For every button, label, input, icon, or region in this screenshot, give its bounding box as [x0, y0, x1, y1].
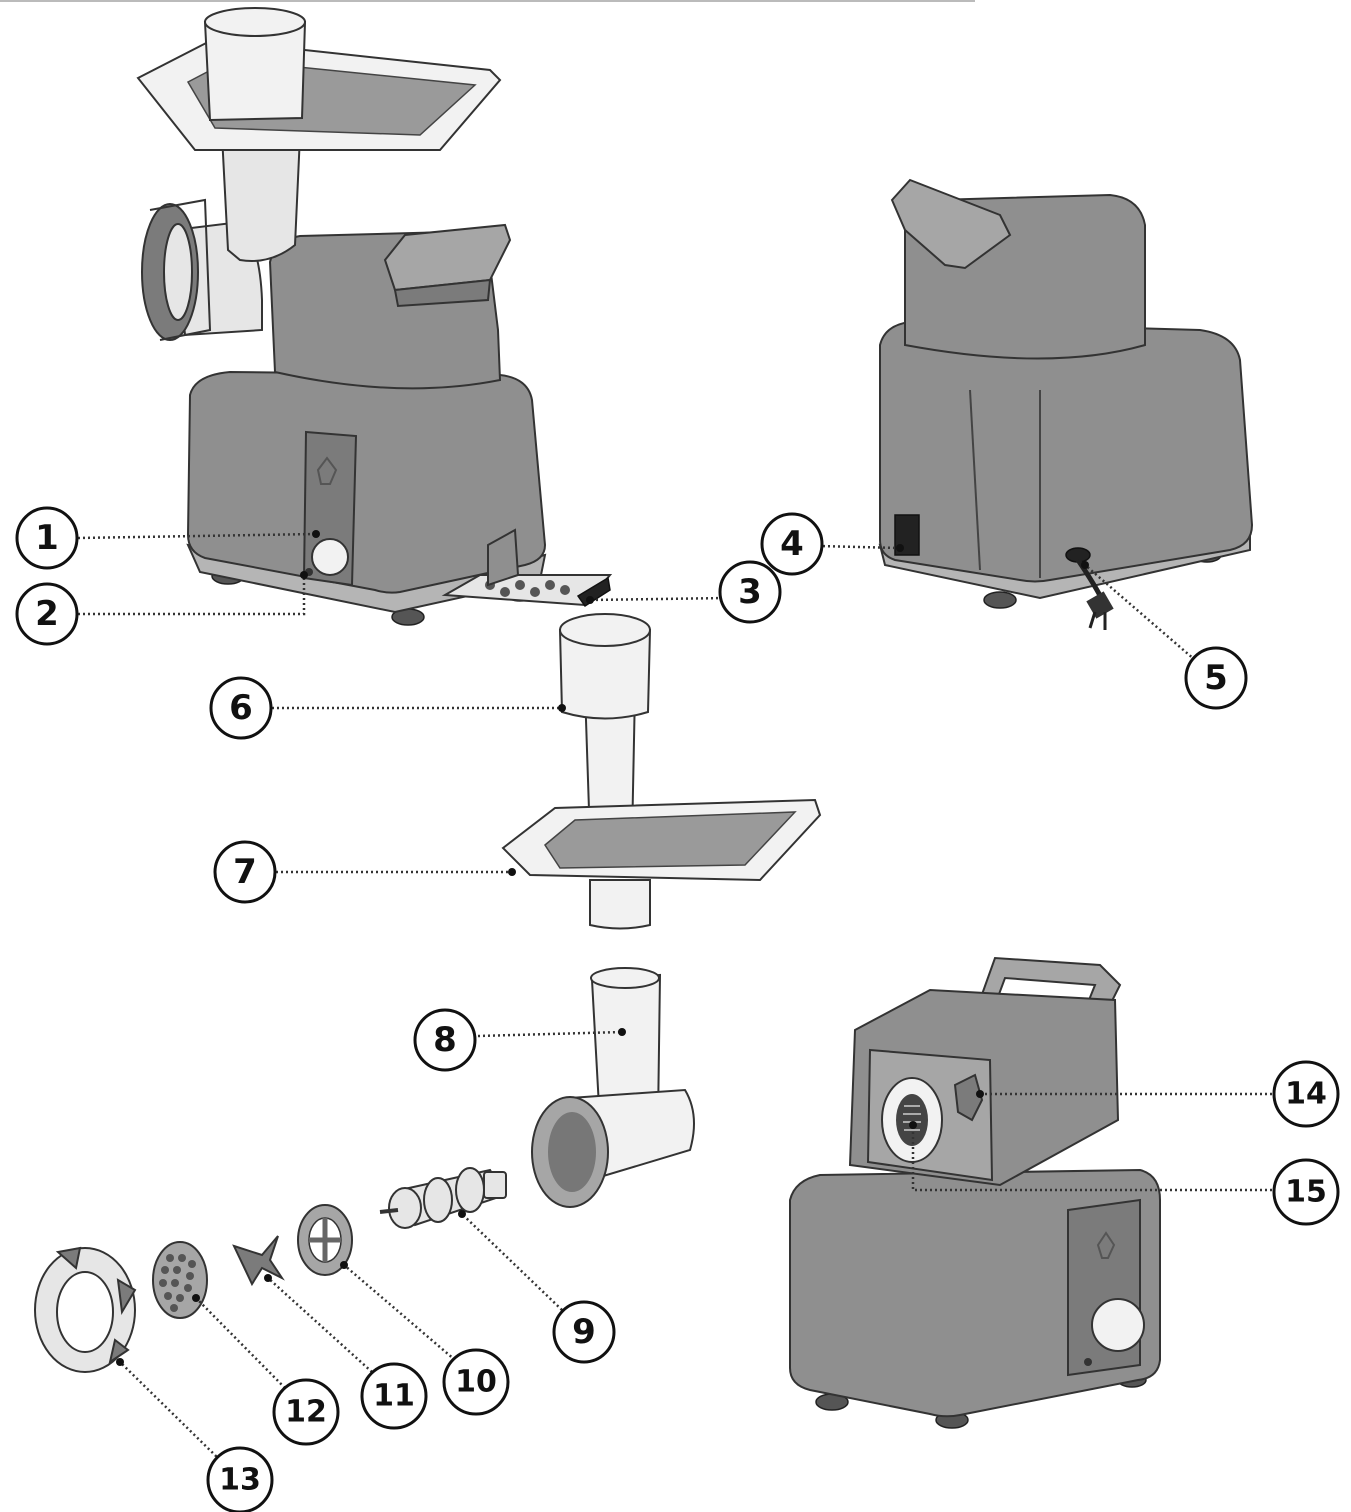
blade — [232, 1235, 285, 1287]
machine-rear-view — [878, 178, 1254, 630]
leader-lines — [77, 532, 1272, 1461]
speed-knob — [311, 538, 349, 576]
auger — [379, 1167, 507, 1229]
callout-label: 1 — [35, 518, 59, 558]
callout-label: 13 — [219, 1463, 261, 1498]
callout-15: 15 — [1272, 1158, 1340, 1226]
callout-13: 13 — [206, 1446, 274, 1512]
cutting-plate — [297, 1204, 353, 1276]
callout-2: 2 — [15, 582, 79, 646]
machine-side-view — [789, 956, 1161, 1429]
callout-9: 9 — [552, 1300, 616, 1364]
callout-label: 6 — [229, 688, 253, 728]
callout-label: 7 — [233, 852, 257, 892]
feeding-tray — [501, 798, 822, 930]
callout-label: 4 — [780, 524, 804, 564]
ring-nut — [34, 1246, 137, 1373]
callout-label: 10 — [455, 1365, 497, 1400]
callout-7: 7 — [213, 840, 277, 904]
callout-label: 15 — [1285, 1175, 1327, 1210]
cord-outlet — [1065, 547, 1091, 563]
callout-1: 1 — [15, 506, 79, 570]
callout-label: 11 — [373, 1379, 415, 1414]
callout-label: 14 — [1285, 1077, 1327, 1112]
callout-4: 4 — [760, 512, 824, 576]
grinder-body — [531, 967, 695, 1208]
callout-14: 14 — [1272, 1060, 1340, 1128]
callout-8: 8 — [413, 1008, 477, 1072]
callout-label: 2 — [35, 594, 59, 634]
callout-label: 9 — [572, 1312, 596, 1352]
callout-11: 11 — [360, 1362, 428, 1430]
assembled-machine-front — [136, 7, 613, 626]
callout-5: 5 — [1184, 646, 1248, 710]
callout-6: 6 — [209, 676, 273, 740]
callout-12: 12 — [272, 1378, 340, 1446]
head-release-knob — [953, 1073, 984, 1122]
leader-dots — [116, 530, 1089, 1366]
callout-3: 3 — [718, 560, 782, 624]
callout-label: 3 — [738, 572, 762, 612]
mincing-plate — [152, 1241, 208, 1319]
callout-label: 8 — [433, 1020, 457, 1060]
callout-10: 10 — [442, 1348, 510, 1416]
callout-label: 5 — [1204, 658, 1228, 698]
callout-label: 12 — [285, 1395, 327, 1430]
